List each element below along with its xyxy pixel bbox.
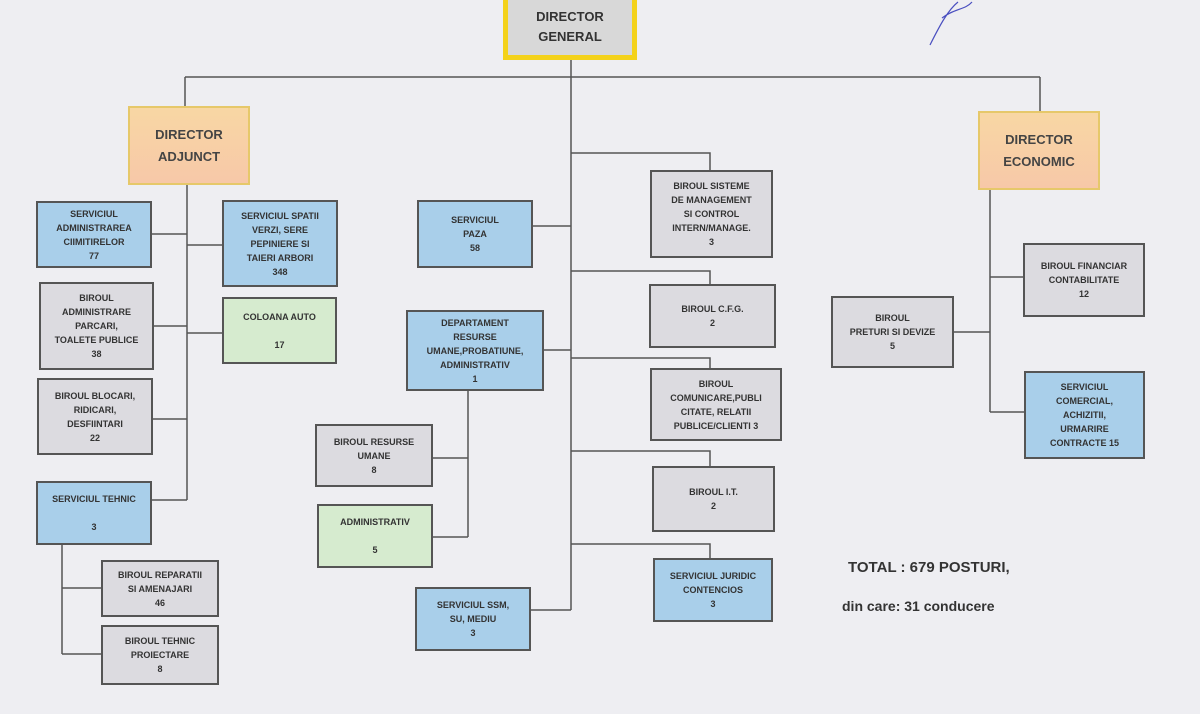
unit-departament: DEPARTAMENT RESURSE UMANE,PROBATIUNE, AD…: [406, 310, 544, 391]
director-general-box: DIRECTOR GENERAL: [503, 0, 637, 60]
unit-sisteme-management: BIROUL SISTEME DE MANAGEMENT SI CONTROL …: [650, 170, 773, 258]
unit-comunicare: BIROUL COMUNICARE,PUBLI CITATE, RELATII …: [650, 368, 782, 441]
unit-proiectare: BIROUL TEHNIC PROIECTARE 8: [101, 625, 219, 685]
unit-preturi: BIROUL PRETURI SI DEVIZE 5: [831, 296, 954, 368]
unit-administrativ: ADMINISTRATIV 5: [317, 504, 433, 568]
unit-juridic: SERVICIUL JURIDIC CONTENCIOS 3: [653, 558, 773, 622]
unit-spatii-verzi: SERVICIUL SPATII VERZI, SERE PEPINIERE S…: [222, 200, 338, 287]
director-adjunct-box: DIRECTOR ADJUNCT: [128, 106, 250, 185]
unit-comercial: SERVICIUL COMERCIAL, ACHIZITII, URMARIRE…: [1024, 371, 1145, 459]
unit-cimitire: SERVICIUL ADMINISTRAREA CIIMITIRELOR 77: [36, 201, 152, 268]
unit-blocari: BIROUL BLOCARI, RIDICARI, DESFIINTARI 22: [37, 378, 153, 455]
unit-reparatii: BIROUL REPARATII SI AMENAJARI 46: [101, 560, 219, 617]
unit-coloana-auto: COLOANA AUTO 17: [222, 297, 337, 364]
unit-financiar: BIROUL FINANCIAR CONTABILITATE 12: [1023, 243, 1145, 317]
director-economic-box: DIRECTOR ECONOMIC: [978, 111, 1100, 190]
unit-tehnic: SERVICIUL TEHNIC 3: [36, 481, 152, 545]
unit-cfg: BIROUL C.F.G. 2: [649, 284, 776, 348]
unit-it: BIROUL I.T. 2: [652, 466, 775, 532]
unit-ssm: SERVICIUL SSM, SU, MEDIU 3: [415, 587, 531, 651]
total-posts: TOTAL : 679 POSTURI,: [848, 559, 1010, 576]
unit-parcari: BIROUL ADMINISTRARE PARCARI, TOALETE PUB…: [39, 282, 154, 370]
unit-paza: SERVICIUL PAZA 58: [417, 200, 533, 268]
unit-resurse-umane: BIROUL RESURSE UMANE 8: [315, 424, 433, 487]
signature-mark: [929, 1, 973, 46]
leadership-posts: din care: 31 conducere: [842, 598, 995, 614]
